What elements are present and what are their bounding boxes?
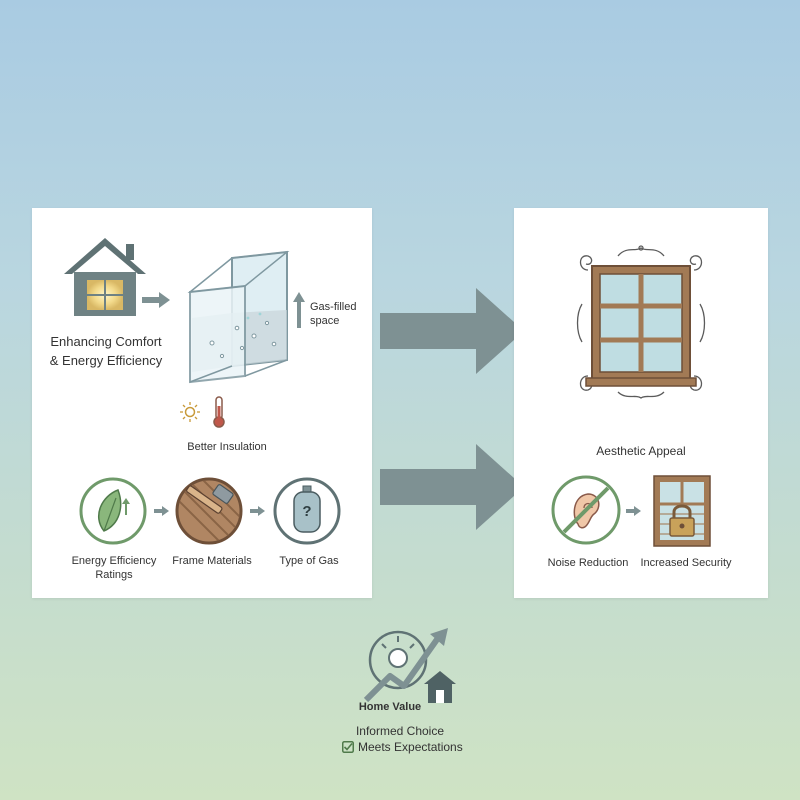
no-noise-ear-icon [551, 475, 621, 545]
arrow-right-icon [154, 506, 169, 516]
increased-security-label: Increased Security [640, 557, 732, 569]
right-panel: Aesthetic Appeal Noise Reduction Increas… [514, 208, 768, 598]
factor-label-frame-materials: Frame Materials [172, 555, 252, 567]
gas-question-glyph: ? [302, 503, 312, 520]
arrow-up-icon [293, 292, 305, 328]
arrow-right-icon [626, 506, 641, 516]
noise-reduction-label: Noise Reduction [547, 557, 629, 569]
factor-label-energy-ratings: Energy Efficiency Ratings [71, 555, 157, 581]
leaf-icon [79, 477, 147, 545]
gas-cylinder-icon [273, 477, 341, 545]
arrow-right-icon [250, 506, 265, 516]
informed-choice-label: Informed Choice [355, 724, 445, 738]
big-arrow-bottom-icon [380, 444, 524, 530]
big-arrow-top-icon [380, 288, 524, 374]
panel-title: Enhancing Comfort & Energy Efficiency [49, 334, 163, 368]
left-panel: Gas-filled space Enhancing Comfort & Ene… [32, 208, 372, 598]
double-glazed-glass-icon [187, 250, 290, 384]
home-value-growth-icon [363, 628, 456, 703]
thermometer-icon [213, 396, 225, 428]
sun-icon [180, 402, 200, 422]
glowing-house-icon [64, 238, 146, 316]
meets-expectations-label: Meets Expectations [358, 740, 463, 754]
factor-label-gas-type: Type of Gas [279, 555, 339, 567]
aesthetic-appeal-label: Aesthetic Appeal [596, 444, 686, 458]
checkbox-checked-icon [342, 741, 354, 753]
ornate-window-icon [576, 245, 706, 399]
gas-filled-space-label: Gas-filled space [310, 301, 357, 327]
home-value-label: Home Value [358, 701, 422, 713]
better-insulation-label: Better Insulation [187, 441, 267, 453]
arrow-right-icon [142, 292, 170, 308]
locked-window-icon [653, 475, 711, 547]
hammer-wood-icon [175, 477, 243, 545]
